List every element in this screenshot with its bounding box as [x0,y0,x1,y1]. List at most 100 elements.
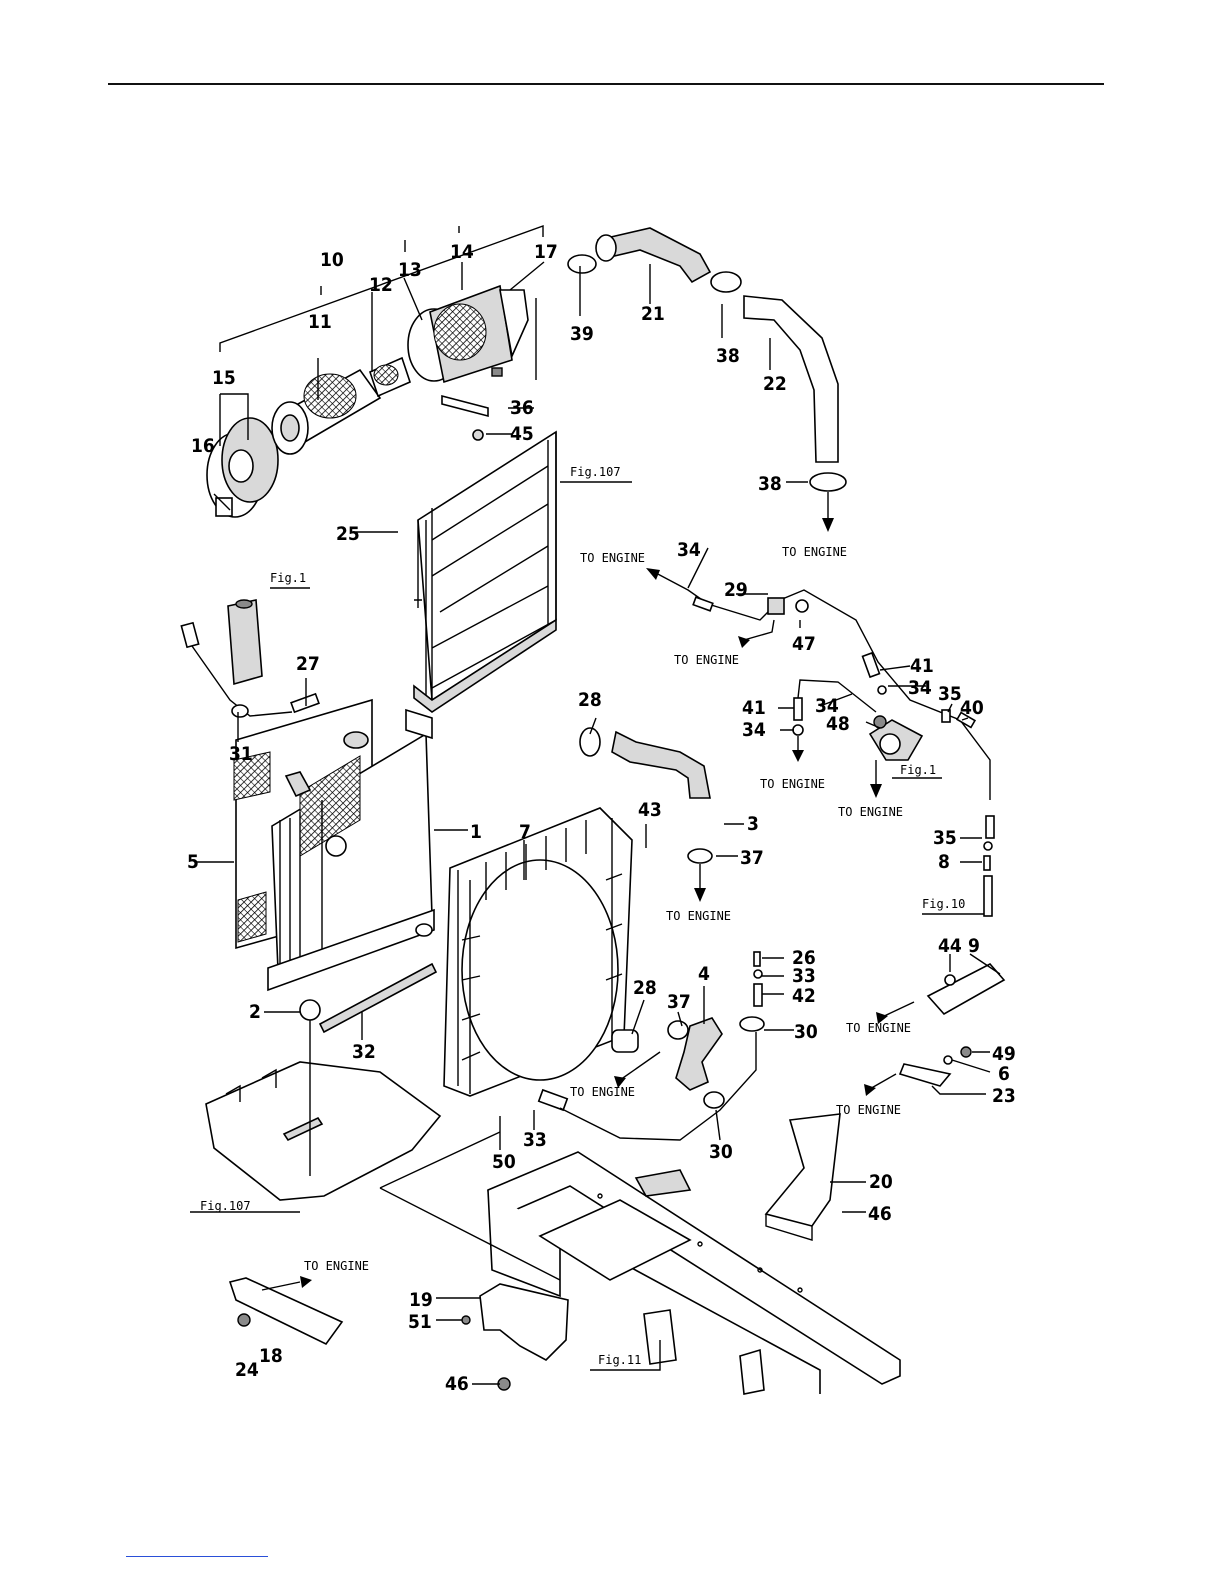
label-40: 40 [960,697,984,719]
air-cleaner-bracket [441,394,489,418]
label-24: 24 [235,1359,259,1381]
label-37-upper: 37 [740,847,764,869]
label-2: 2 [249,1001,261,1023]
label-38-lower: 38 [758,473,782,495]
label-36: 36 [510,397,534,419]
label-46-right: 46 [868,1203,892,1225]
label-34-b: 34 [908,677,932,699]
label-27: 27 [296,653,320,675]
chassis-frame [487,1151,901,1395]
header-rule [108,83,1104,85]
label-34-a: 34 [677,539,701,561]
ref-fig-1-left: Fig.1 [270,571,306,585]
to-engine-10: TO ENGINE [304,1259,369,1273]
label-29: 29 [724,579,748,601]
label-35-upper: 35 [938,683,962,705]
label-8: 8 [938,851,950,873]
to-engine-8: TO ENGINE [570,1085,635,1099]
label-1: 1 [470,821,482,843]
to-engine-3: TO ENGINE [674,653,739,667]
label-31: 31 [229,743,253,765]
label-30-lower: 30 [709,1141,733,1163]
base-plate [205,962,442,1201]
label-39: 39 [570,323,594,345]
label-28-upper: 28 [578,689,602,711]
label-46-lower: 46 [445,1373,469,1395]
bolt-45 [472,429,484,441]
air-cleaner-group [206,225,544,518]
label-50: 50 [492,1151,516,1173]
label-45: 45 [510,423,534,445]
label-43: 43 [638,799,662,821]
ref-fig-1-right: Fig.1 [900,763,936,777]
side-panel [764,1113,841,1241]
label-11: 11 [308,311,332,333]
air-cleaner-housing [407,284,529,384]
label-35-lower: 35 [933,827,957,849]
radiator [233,698,435,992]
fuel-lines [646,568,995,917]
label-32: 32 [352,1041,376,1063]
label-33-lower: 33 [523,1129,547,1151]
ref-fig-11: Fig.11 [598,1353,641,1367]
label-41-right: 41 [910,655,934,677]
label-37-lower: 37 [667,991,691,1013]
label-16: 16 [191,435,215,457]
part-number-labels: 1 2 3 4 5 6 7 8 9 10 11 12 13 14 15 16 1… [187,241,1016,1395]
label-33-right: 33 [792,965,816,987]
label-34-c: 34 [815,695,839,717]
to-engine-7: TO ENGINE [846,1021,911,1035]
ref-fig-107-bottom: Fig.107 [200,1199,251,1213]
to-engine-6: TO ENGINE [666,909,731,923]
figure-references: Fig.107 Fig.1 Fig.1 Fig.10 Fig.107 Fig.1… [200,465,965,1367]
label-7: 7 [519,821,531,843]
to-engine-1: TO ENGINE [782,545,847,559]
label-23: 23 [992,1085,1016,1107]
ref-fig-10: Fig.10 [922,897,965,911]
to-engine-notes: TO ENGINE TO ENGINE TO ENGINE TO ENGINE … [304,545,911,1273]
label-22: 22 [763,373,787,395]
label-13: 13 [398,259,422,281]
ref-fig-107-top: Fig.107 [570,465,621,479]
label-34-d: 34 [742,719,766,741]
lower-cover [228,1276,344,1346]
label-20: 20 [869,1171,893,1193]
label-12: 12 [369,274,393,296]
label-10: 10 [320,249,344,271]
leader-lines [190,261,1001,1385]
label-9: 9 [968,935,980,957]
label-6: 6 [998,1063,1010,1085]
water-hoses [537,727,765,1141]
label-4: 4 [698,963,710,985]
label-21: 21 [641,303,665,325]
label-44: 44 [938,935,962,957]
label-26: 26 [792,947,816,969]
label-48: 48 [826,713,850,735]
label-15: 15 [212,367,236,389]
label-18: 18 [259,1345,283,1367]
to-engine-9: TO ENGINE [836,1103,901,1117]
label-28-lower: 28 [633,977,657,999]
label-25: 25 [336,523,360,545]
to-engine-4: TO ENGINE [760,777,825,791]
label-17: 17 [534,241,558,263]
label-42: 42 [792,985,816,1007]
intake-hoses [567,227,847,532]
to-engine-5: TO ENGINE [838,805,903,819]
label-3: 3 [747,813,759,835]
label-5: 5 [187,851,199,873]
label-49: 49 [992,1043,1016,1065]
inner-element [369,356,411,398]
arrowhead-to-engine-8 [614,1076,626,1088]
footer-link-line [126,1556,268,1557]
air-cleaner-cap [206,417,279,518]
label-38-upper: 38 [716,345,740,367]
label-14: 14 [450,241,474,263]
fan-shroud [443,807,633,1097]
to-engine-2: TO ENGINE [580,551,645,565]
label-19: 19 [409,1289,433,1311]
guard-plate [461,1283,569,1391]
brackets-right [864,963,1006,1096]
